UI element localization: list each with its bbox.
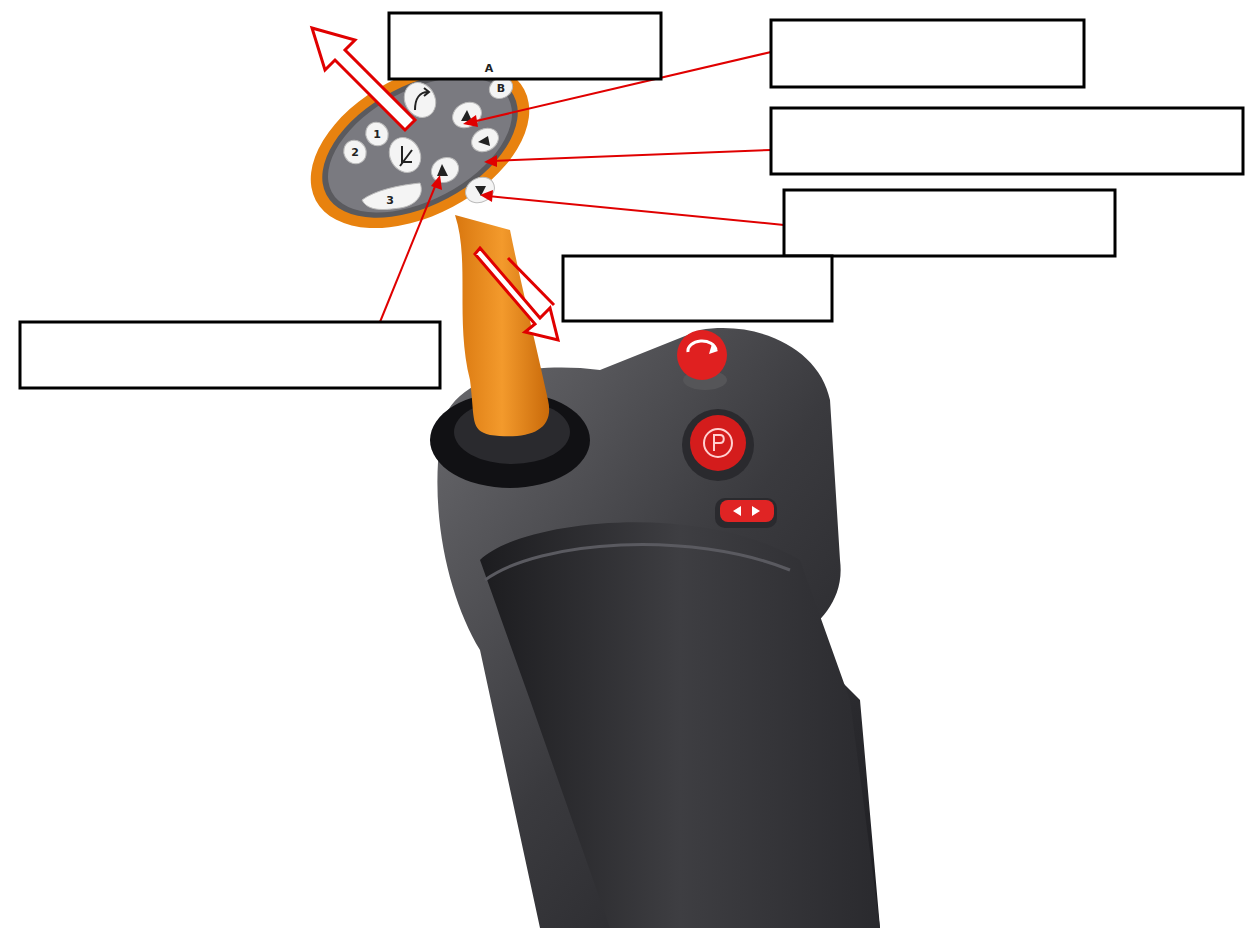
direction-button	[715, 498, 777, 528]
direction-arrow-edge	[508, 258, 554, 305]
button-label: 3	[386, 195, 394, 206]
empty-label-boxes	[20, 13, 1243, 388]
emergency-stop	[677, 330, 727, 390]
leader-arrowheads	[431, 115, 497, 202]
button-label: 2	[351, 147, 359, 158]
button-label: 1	[373, 129, 381, 140]
direction-arrow	[475, 248, 558, 340]
parking-brake-button	[682, 409, 754, 481]
button-label: B	[497, 83, 505, 94]
triangle-symbols	[437, 110, 490, 196]
button-label: A	[485, 63, 494, 74]
